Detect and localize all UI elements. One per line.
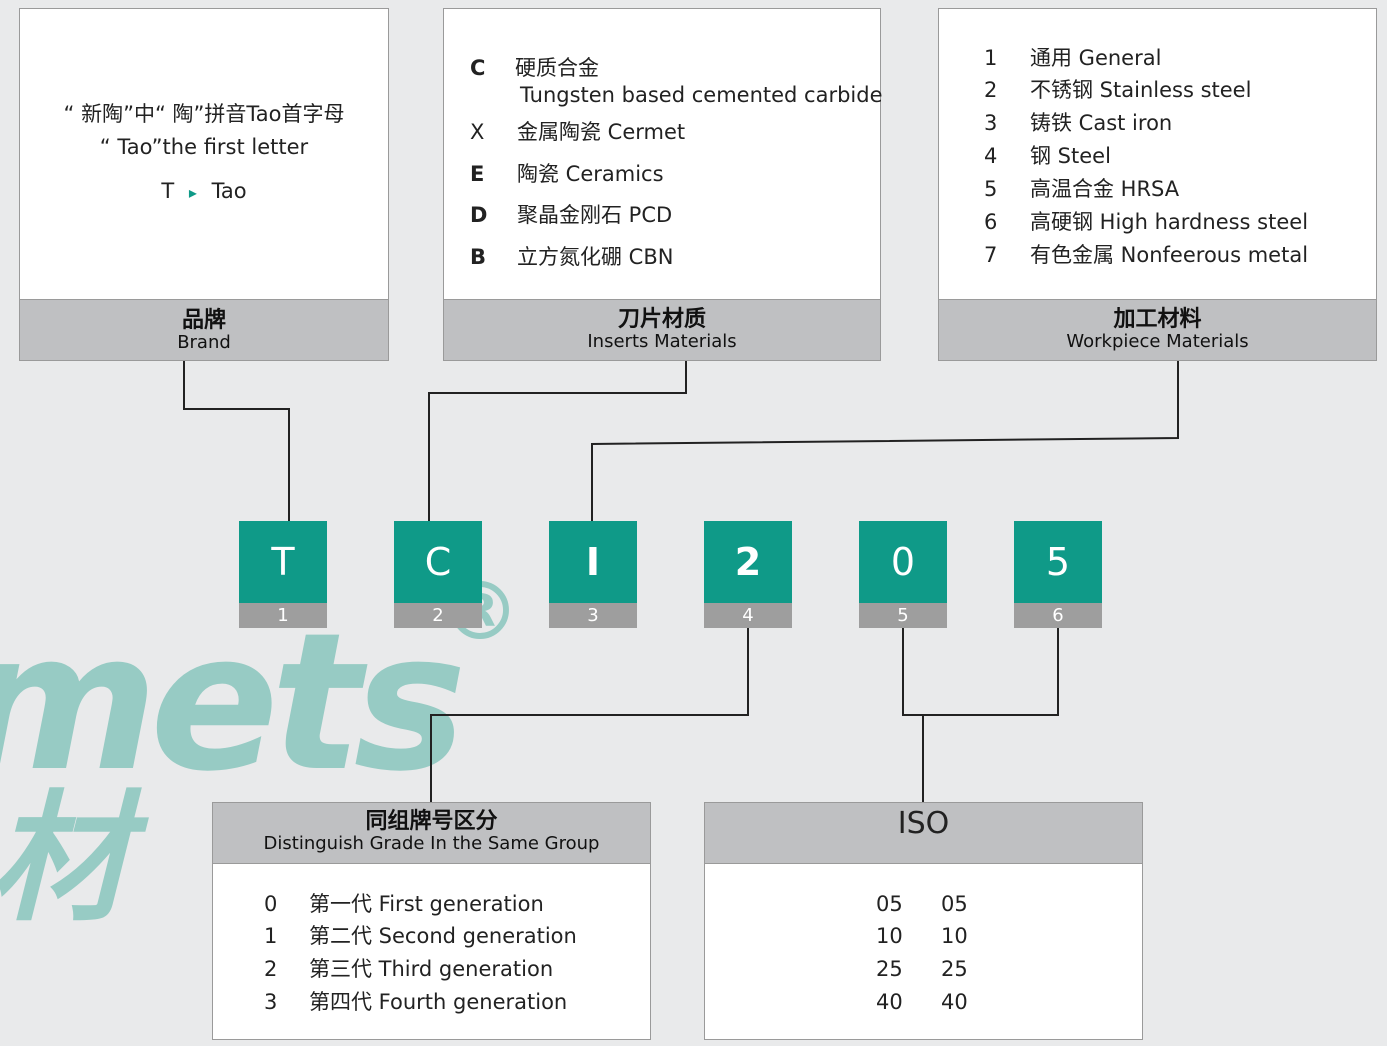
iso-header: ISO — [704, 802, 1143, 864]
code-box-4: 2 — [704, 521, 792, 603]
code-box-3: I — [549, 521, 637, 603]
code-index-5: 5 — [859, 603, 947, 628]
iso-b-3: 40 — [941, 990, 968, 1014]
watermark-char: 材 — [0, 778, 131, 941]
brand-panel: “ 新陶”中“ 陶”拼音Tao首字母 “ Tao”the first lette… — [19, 8, 389, 300]
iso-header-title: ISO — [897, 806, 950, 841]
brand-header-en: Brand — [177, 332, 231, 353]
code-box-5: 0 — [859, 521, 947, 603]
inserts-text-e: 陶瓷 Ceramics — [517, 162, 664, 186]
grade-text-2: 第三代 Third generation — [309, 957, 554, 981]
grade-panel: 0 第一代 First generation 1 第二代 Second gene… — [212, 863, 651, 1040]
code-index-4: 4 — [704, 603, 792, 628]
brand-example: T ▸ Tao — [20, 178, 388, 206]
iso-a-1: 10 — [876, 924, 903, 948]
code-box-6: 5 — [1014, 521, 1102, 603]
code-index-3: 3 — [549, 603, 637, 628]
connector-brand — [183, 361, 290, 521]
iso-b-1: 10 — [941, 924, 968, 948]
connector-inserts — [428, 361, 687, 521]
connector-iso — [902, 628, 1059, 716]
workpiece-code-1: 1 — [984, 46, 998, 70]
code-index-1: 1 — [239, 603, 327, 628]
inserts-header-en: Inserts Materials — [587, 331, 737, 352]
brand-letter: T — [161, 179, 175, 203]
inserts-text-b: 立方氮化硼 CBN — [517, 245, 674, 269]
code-box-1: T — [239, 521, 327, 603]
grade-code-3: 3 — [264, 990, 278, 1014]
iso-b-0: 05 — [941, 892, 968, 916]
brand-line-cn: “ 新陶”中“ 陶”拼音Tao首字母 — [63, 102, 345, 126]
inserts-header-cn: 刀片材质 — [617, 307, 706, 332]
iso-b-2: 25 — [941, 957, 968, 981]
grade-code-2: 2 — [264, 957, 278, 981]
inserts-sub-c: Tungsten based cemented carbide — [520, 83, 883, 107]
connector-workpiece — [591, 361, 1179, 521]
iso-a-2: 25 — [876, 957, 903, 981]
workpiece-panel: 1 通用 General 2 不锈钢 Stainless steel 3 铸铁 … — [938, 8, 1377, 300]
inserts-code-d: D — [470, 203, 488, 227]
workpiece-text-4: 钢 Steel — [1030, 144, 1111, 168]
grade-text-0: 第一代 First generation — [309, 892, 544, 916]
workpiece-text-6: 高硬钢 High hardness steel — [1030, 210, 1309, 234]
workpiece-header-cn: 加工材料 — [1113, 307, 1202, 332]
workpiece-code-3: 3 — [984, 111, 998, 135]
arrow-right-icon: ▸ — [188, 183, 197, 202]
inserts-text-c: 硬质合金 — [515, 56, 599, 80]
inserts-text-d: 聚晶金刚石 PCD — [517, 203, 673, 227]
workpiece-text-2: 不锈钢 Stainless steel — [1030, 78, 1252, 102]
workpiece-header-en: Workpiece Materials — [1066, 331, 1249, 352]
grade-code-0: 0 — [264, 892, 278, 916]
grade-text-1: 第二代 Second generation — [309, 924, 577, 948]
grade-text-3: 第四代 Fourth generation — [309, 990, 568, 1014]
iso-panel: 05 05 10 10 25 25 40 40 — [704, 863, 1143, 1040]
iso-a-3: 40 — [876, 990, 903, 1014]
inserts-panel: C 硬质合金 Tungsten based cemented carbide X… — [443, 8, 883, 300]
watermark-text: mets — [0, 592, 467, 813]
workpiece-code-2: 2 — [984, 78, 998, 102]
code-index-6: 6 — [1014, 603, 1102, 628]
inserts-code-c: C — [470, 56, 486, 80]
connector-grade — [430, 628, 749, 803]
workpiece-text-5: 高温合金 HRSA — [1030, 177, 1180, 201]
brand-word: Tao — [211, 179, 247, 203]
inserts-header: 刀片材质 Inserts Materials — [443, 299, 881, 361]
code-index-2: 2 — [394, 603, 482, 628]
workpiece-code-4: 4 — [984, 144, 998, 168]
grade-header-cn: 同组牌号区分 — [365, 809, 498, 834]
inserts-text-x: 金属陶瓷 Cermet — [517, 120, 686, 144]
workpiece-code-5: 5 — [984, 177, 998, 201]
brand-line-en: “ Tao”the first letter — [99, 135, 309, 159]
inserts-code-e: E — [470, 162, 485, 186]
code-box-2: C — [394, 521, 482, 603]
grade-code-1: 1 — [264, 924, 278, 948]
grade-header: 同组牌号区分 Distinguish Grade In the Same Gro… — [212, 802, 651, 864]
brand-header-cn: 品牌 — [181, 308, 226, 333]
workpiece-header: 加工材料 Workpiece Materials — [938, 299, 1377, 361]
brand-header: 品牌 Brand — [19, 299, 389, 361]
grade-header-en: Distinguish Grade In the Same Group — [263, 833, 600, 854]
workpiece-text-3: 铸铁 Cast iron — [1030, 111, 1173, 135]
workpiece-text-7: 有色金属 Nonfeerous metal — [1030, 243, 1309, 267]
workpiece-code-6: 6 — [984, 210, 998, 234]
iso-a-0: 05 — [876, 892, 903, 916]
inserts-code-x: X — [470, 120, 485, 144]
workpiece-text-1: 通用 General — [1030, 46, 1162, 70]
inserts-code-b: B — [470, 245, 487, 269]
workpiece-code-7: 7 — [984, 243, 998, 267]
